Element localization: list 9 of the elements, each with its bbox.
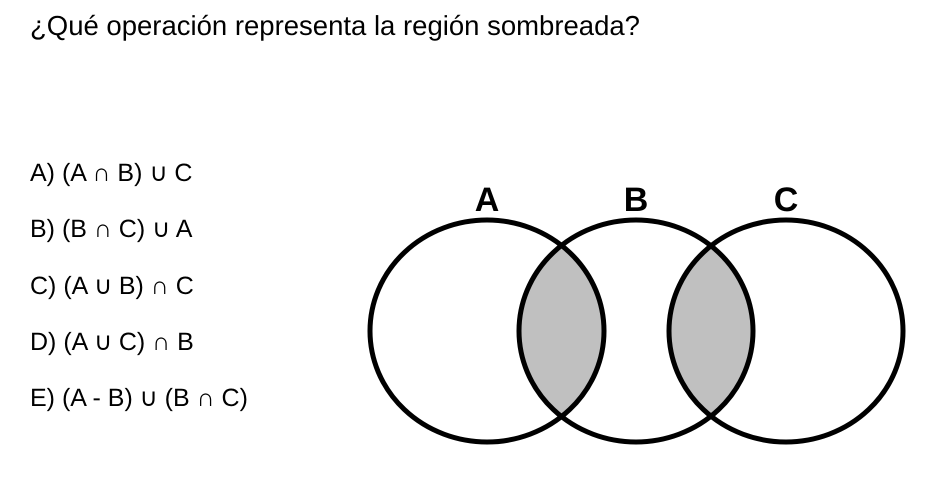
- set-label: C: [774, 183, 798, 217]
- answer-option: C) (A ∪ B) ∩ C: [30, 270, 194, 300]
- answer-option: A) (A ∩ B) ∪ C: [30, 158, 192, 188]
- answer-option: E) (A - B) ∪ (B ∩ C): [30, 383, 248, 413]
- answer-option: D) (A ∪ C) ∩ B: [30, 326, 194, 357]
- set-label: A: [474, 183, 500, 217]
- question-text: ¿Qué operación representa la región sombreada?: [30, 10, 640, 42]
- set-label: B: [624, 183, 648, 217]
- answer-option: B) (B ∩ C) ∪ A: [30, 214, 192, 244]
